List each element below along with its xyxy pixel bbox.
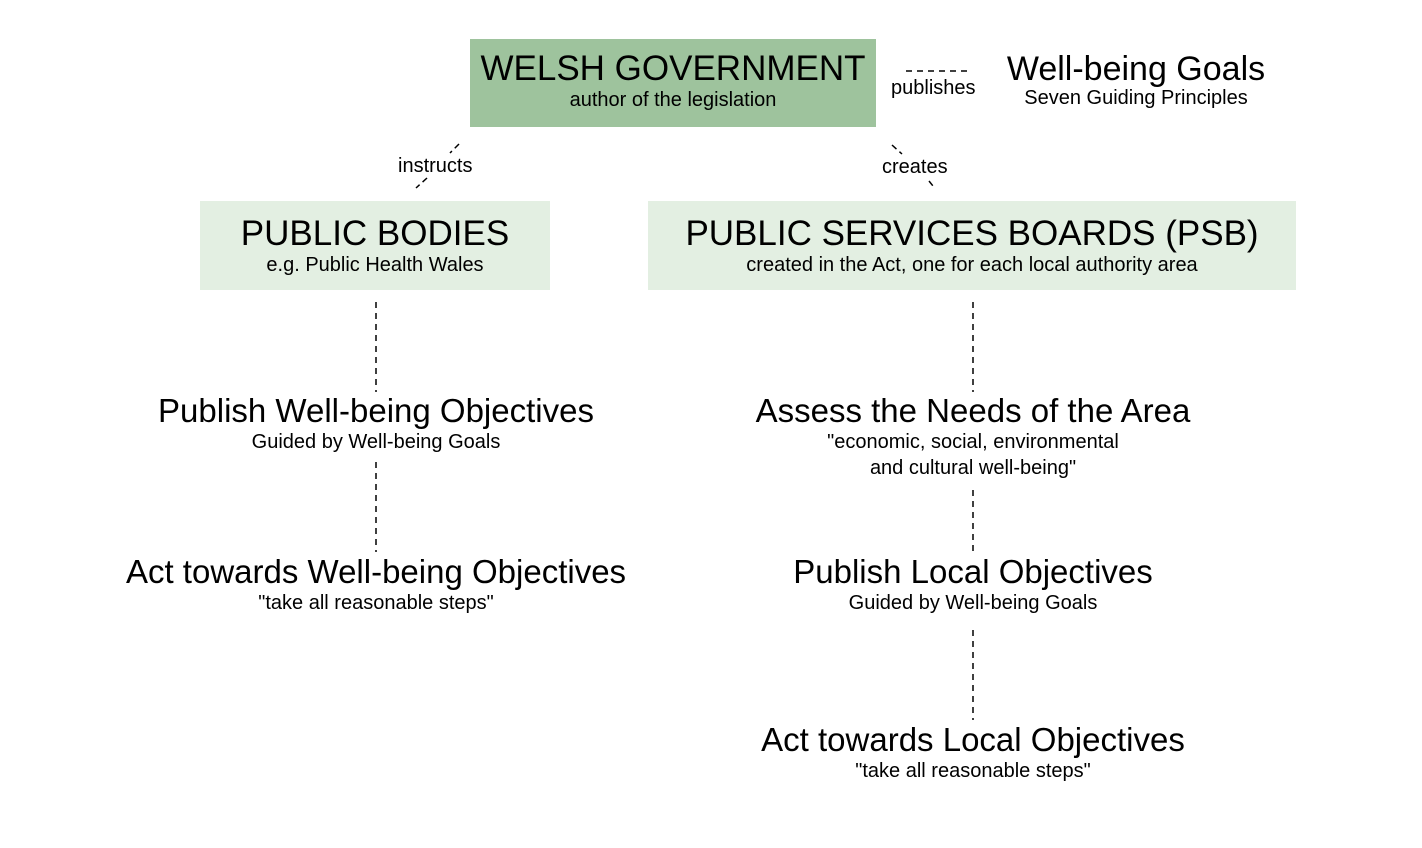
public-services-boards-subtitle: created in the Act, one for each local a… <box>746 253 1198 276</box>
instructs-label: instructs <box>398 155 473 177</box>
gov-to-public-bodies-connector <box>449 143 460 154</box>
assess-needs-of-area-title: Assess the Needs of the Area <box>755 392 1191 429</box>
publish-well-being-objectives-title: Publish Well-being Objectives <box>158 392 594 429</box>
publish-well-being-objectives-node: Publish Well-being Objectives Guided by … <box>76 393 676 455</box>
public-bodies-subtitle: e.g. Public Health Wales <box>266 253 484 276</box>
act-towards-well-being-objectives-title: Act towards Well-being Objectives <box>125 553 627 590</box>
assess-needs-of-area-node: Assess the Needs of the Area "economic, … <box>673 393 1273 481</box>
act-towards-local-objectives-node: Act towards Local Objectives "take all r… <box>673 722 1273 784</box>
public-services-boards-title: PUBLIC SERVICES BOARDS (PSB) <box>685 213 1259 253</box>
publish-local-objectives-node: Publish Local Objectives Guided by Well-… <box>673 554 1273 616</box>
publishes-label: publishes <box>891 77 976 99</box>
well-being-goals-subtitle: Seven Guiding Principles <box>1024 87 1248 109</box>
publish-local-objectives-title: Publish Local Objectives <box>793 553 1153 590</box>
publish-local-objectives-subtitle: Guided by Well-being Goals <box>848 592 1098 614</box>
well-being-goals-title: Well-being Goals <box>1006 50 1266 88</box>
welsh-government-box: WELSH GOVERNMENT author of the legislati… <box>470 39 876 127</box>
welsh-government-subtitle: author of the legislation <box>569 89 777 111</box>
welsh-government-title: WELSH GOVERNMENT <box>480 49 866 88</box>
public-bodies-title: PUBLIC BODIES <box>240 213 510 253</box>
gov-to-public-bodies-connector-lower <box>415 177 428 189</box>
act-towards-well-being-objectives-node: Act towards Well-being Objectives "take … <box>76 554 676 616</box>
gov-to-psb-connector-lower <box>928 180 934 187</box>
well-being-goals-block: Well-being Goals Seven Guiding Principle… <box>1004 50 1268 110</box>
assess-needs-of-area-subtitle-line-1: "economic, social, environmental <box>827 431 1119 453</box>
assess-needs-of-area-subtitle-line-2: and cultural well-being" <box>869 457 1077 479</box>
gov-to-psb-connector <box>891 144 903 155</box>
act-towards-local-objectives-title: Act towards Local Objectives <box>761 721 1185 758</box>
publish-well-being-objectives-subtitle: Guided by Well-being Goals <box>251 431 501 453</box>
public-services-boards-box: PUBLIC SERVICES BOARDS (PSB) created in … <box>648 201 1296 290</box>
act-towards-well-being-objectives-subtitle: "take all reasonable steps" <box>258 592 494 614</box>
public-bodies-box: PUBLIC BODIES e.g. Public Health Wales <box>200 201 550 290</box>
act-towards-local-objectives-subtitle: "take all reasonable steps" <box>855 760 1091 782</box>
creates-label: creates <box>882 156 948 178</box>
